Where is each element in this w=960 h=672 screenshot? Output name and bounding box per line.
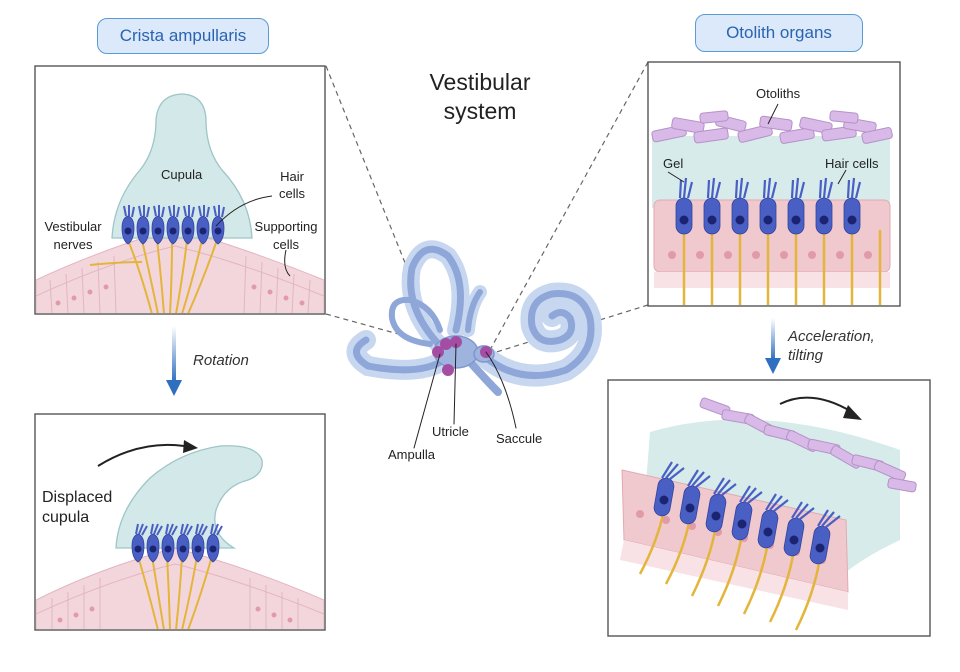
acceleration-arrow xyxy=(765,318,781,374)
title-line-2: system xyxy=(443,98,517,124)
hair-cells-line-1: Hair xyxy=(280,169,304,184)
gel-label: Gel xyxy=(663,156,684,171)
supporting-cells-line-2: cells xyxy=(272,237,299,252)
acceleration-tilting-label: Acceleration, tilting xyxy=(788,327,875,365)
otolith-hair-cells-label: Hair cells xyxy=(825,156,879,171)
vestibular-nerves-line-2: nerves xyxy=(53,237,93,252)
crista-ampullaris-pill: Crista ampullaris xyxy=(97,18,269,54)
rotation-arrow xyxy=(166,326,182,396)
crista-panel xyxy=(34,65,326,315)
page-title: Vestibular system xyxy=(400,68,560,126)
vestibular-nerves-label: Vestibular nerves xyxy=(38,218,108,254)
accel-line-2: tilting xyxy=(788,347,824,364)
hair-cells-label: Hair cells xyxy=(272,168,312,202)
ampulla-label: Ampulla xyxy=(388,447,435,462)
accel-line-1: Acceleration, xyxy=(788,328,875,345)
displaced-panel xyxy=(34,413,326,631)
utricle-label: Utricle xyxy=(432,424,469,439)
title-line-1: Vestibular xyxy=(429,69,531,95)
supporting-cells-label: Supporting cells xyxy=(248,218,324,254)
inner-ear-illustration xyxy=(346,240,602,449)
displaced-cupula-label: Displaced cupula xyxy=(42,488,112,528)
vestibular-nerves-line-1: Vestibular xyxy=(44,219,102,234)
tilted-otolith-panel xyxy=(607,379,931,637)
displaced-line-2: cupula xyxy=(42,509,90,526)
hair-cells-line-2: cells xyxy=(278,186,305,201)
otolith-organs-pill: Otolith organs xyxy=(695,14,863,52)
cupula-label: Cupula xyxy=(161,167,203,182)
saccule-label: Saccule xyxy=(496,431,543,446)
supporting-cells-line-1: Supporting xyxy=(254,219,318,234)
rotation-label: Rotation xyxy=(193,352,249,369)
displaced-line-1: Displaced xyxy=(42,489,113,506)
otoliths-label: Otoliths xyxy=(756,86,801,101)
otolith-panel xyxy=(647,61,901,307)
